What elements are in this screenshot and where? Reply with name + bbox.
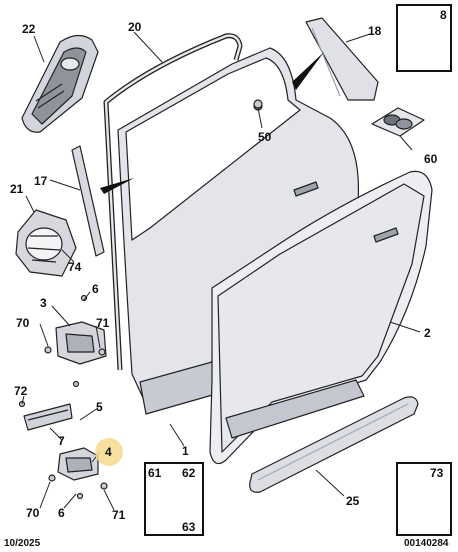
callout-50[interactable]: 50 xyxy=(258,130,272,144)
callout-4[interactable]: 4 xyxy=(105,445,112,459)
callout-60[interactable]: 60 xyxy=(424,152,438,166)
box-part-73 xyxy=(396,462,452,536)
callout-61[interactable]: 61 xyxy=(148,466,162,480)
callout-70-upper[interactable]: 70 xyxy=(16,316,30,330)
leader-lines xyxy=(21,31,421,511)
footer-reference: 00140284 xyxy=(404,538,449,549)
fasteners xyxy=(18,99,263,500)
callout-18[interactable]: 18 xyxy=(368,24,382,38)
footer-date: 10/2025 xyxy=(4,538,41,549)
part-60-clip-kit xyxy=(371,107,425,137)
callout-74[interactable]: 74 xyxy=(68,260,82,274)
callout-6-upper[interactable]: 6 xyxy=(92,282,99,296)
callout-72[interactable]: 72 xyxy=(14,384,28,398)
callout-73[interactable]: 73 xyxy=(430,466,444,480)
callout-1[interactable]: 1 xyxy=(182,444,189,458)
callout-8[interactable]: 8 xyxy=(440,8,447,22)
callout-71-lower[interactable]: 71 xyxy=(112,508,126,522)
part-17-pillar-trim xyxy=(71,145,105,257)
box-parts-61-62-63 xyxy=(144,462,204,536)
part-20-door-seal xyxy=(103,33,243,371)
callout-21[interactable]: 21 xyxy=(10,182,24,196)
part-25-protective-strip xyxy=(249,396,419,493)
callout-70-lower[interactable]: 70 xyxy=(26,506,40,520)
part-2-outer-panel xyxy=(209,170,433,465)
callout-22[interactable]: 22 xyxy=(22,22,36,36)
callout-5[interactable]: 5 xyxy=(96,400,103,414)
part-7-check-strap xyxy=(23,403,73,431)
callout-17[interactable]: 17 xyxy=(34,174,48,188)
part-21-check-housing xyxy=(15,209,77,277)
part-18-window-trim xyxy=(305,17,379,101)
callout-20[interactable]: 20 xyxy=(128,20,142,34)
pointer-arrows xyxy=(100,52,324,194)
callout-7[interactable]: 7 xyxy=(58,434,65,448)
part-4-lower-hinge xyxy=(57,447,99,481)
callout-4-highlight xyxy=(95,438,123,466)
callout-63[interactable]: 63 xyxy=(182,520,196,534)
part-22-trim-plate xyxy=(21,34,99,133)
box-part-8 xyxy=(396,4,452,72)
part-3-upper-hinge xyxy=(55,321,107,365)
callout-2[interactable]: 2 xyxy=(424,326,431,340)
callout-71-upper[interactable]: 71 xyxy=(96,316,110,330)
callout-62[interactable]: 62 xyxy=(182,466,196,480)
callout-6-lower[interactable]: 6 xyxy=(58,506,65,520)
callout-25[interactable]: 25 xyxy=(346,494,360,508)
callout-3[interactable]: 3 xyxy=(40,296,47,310)
